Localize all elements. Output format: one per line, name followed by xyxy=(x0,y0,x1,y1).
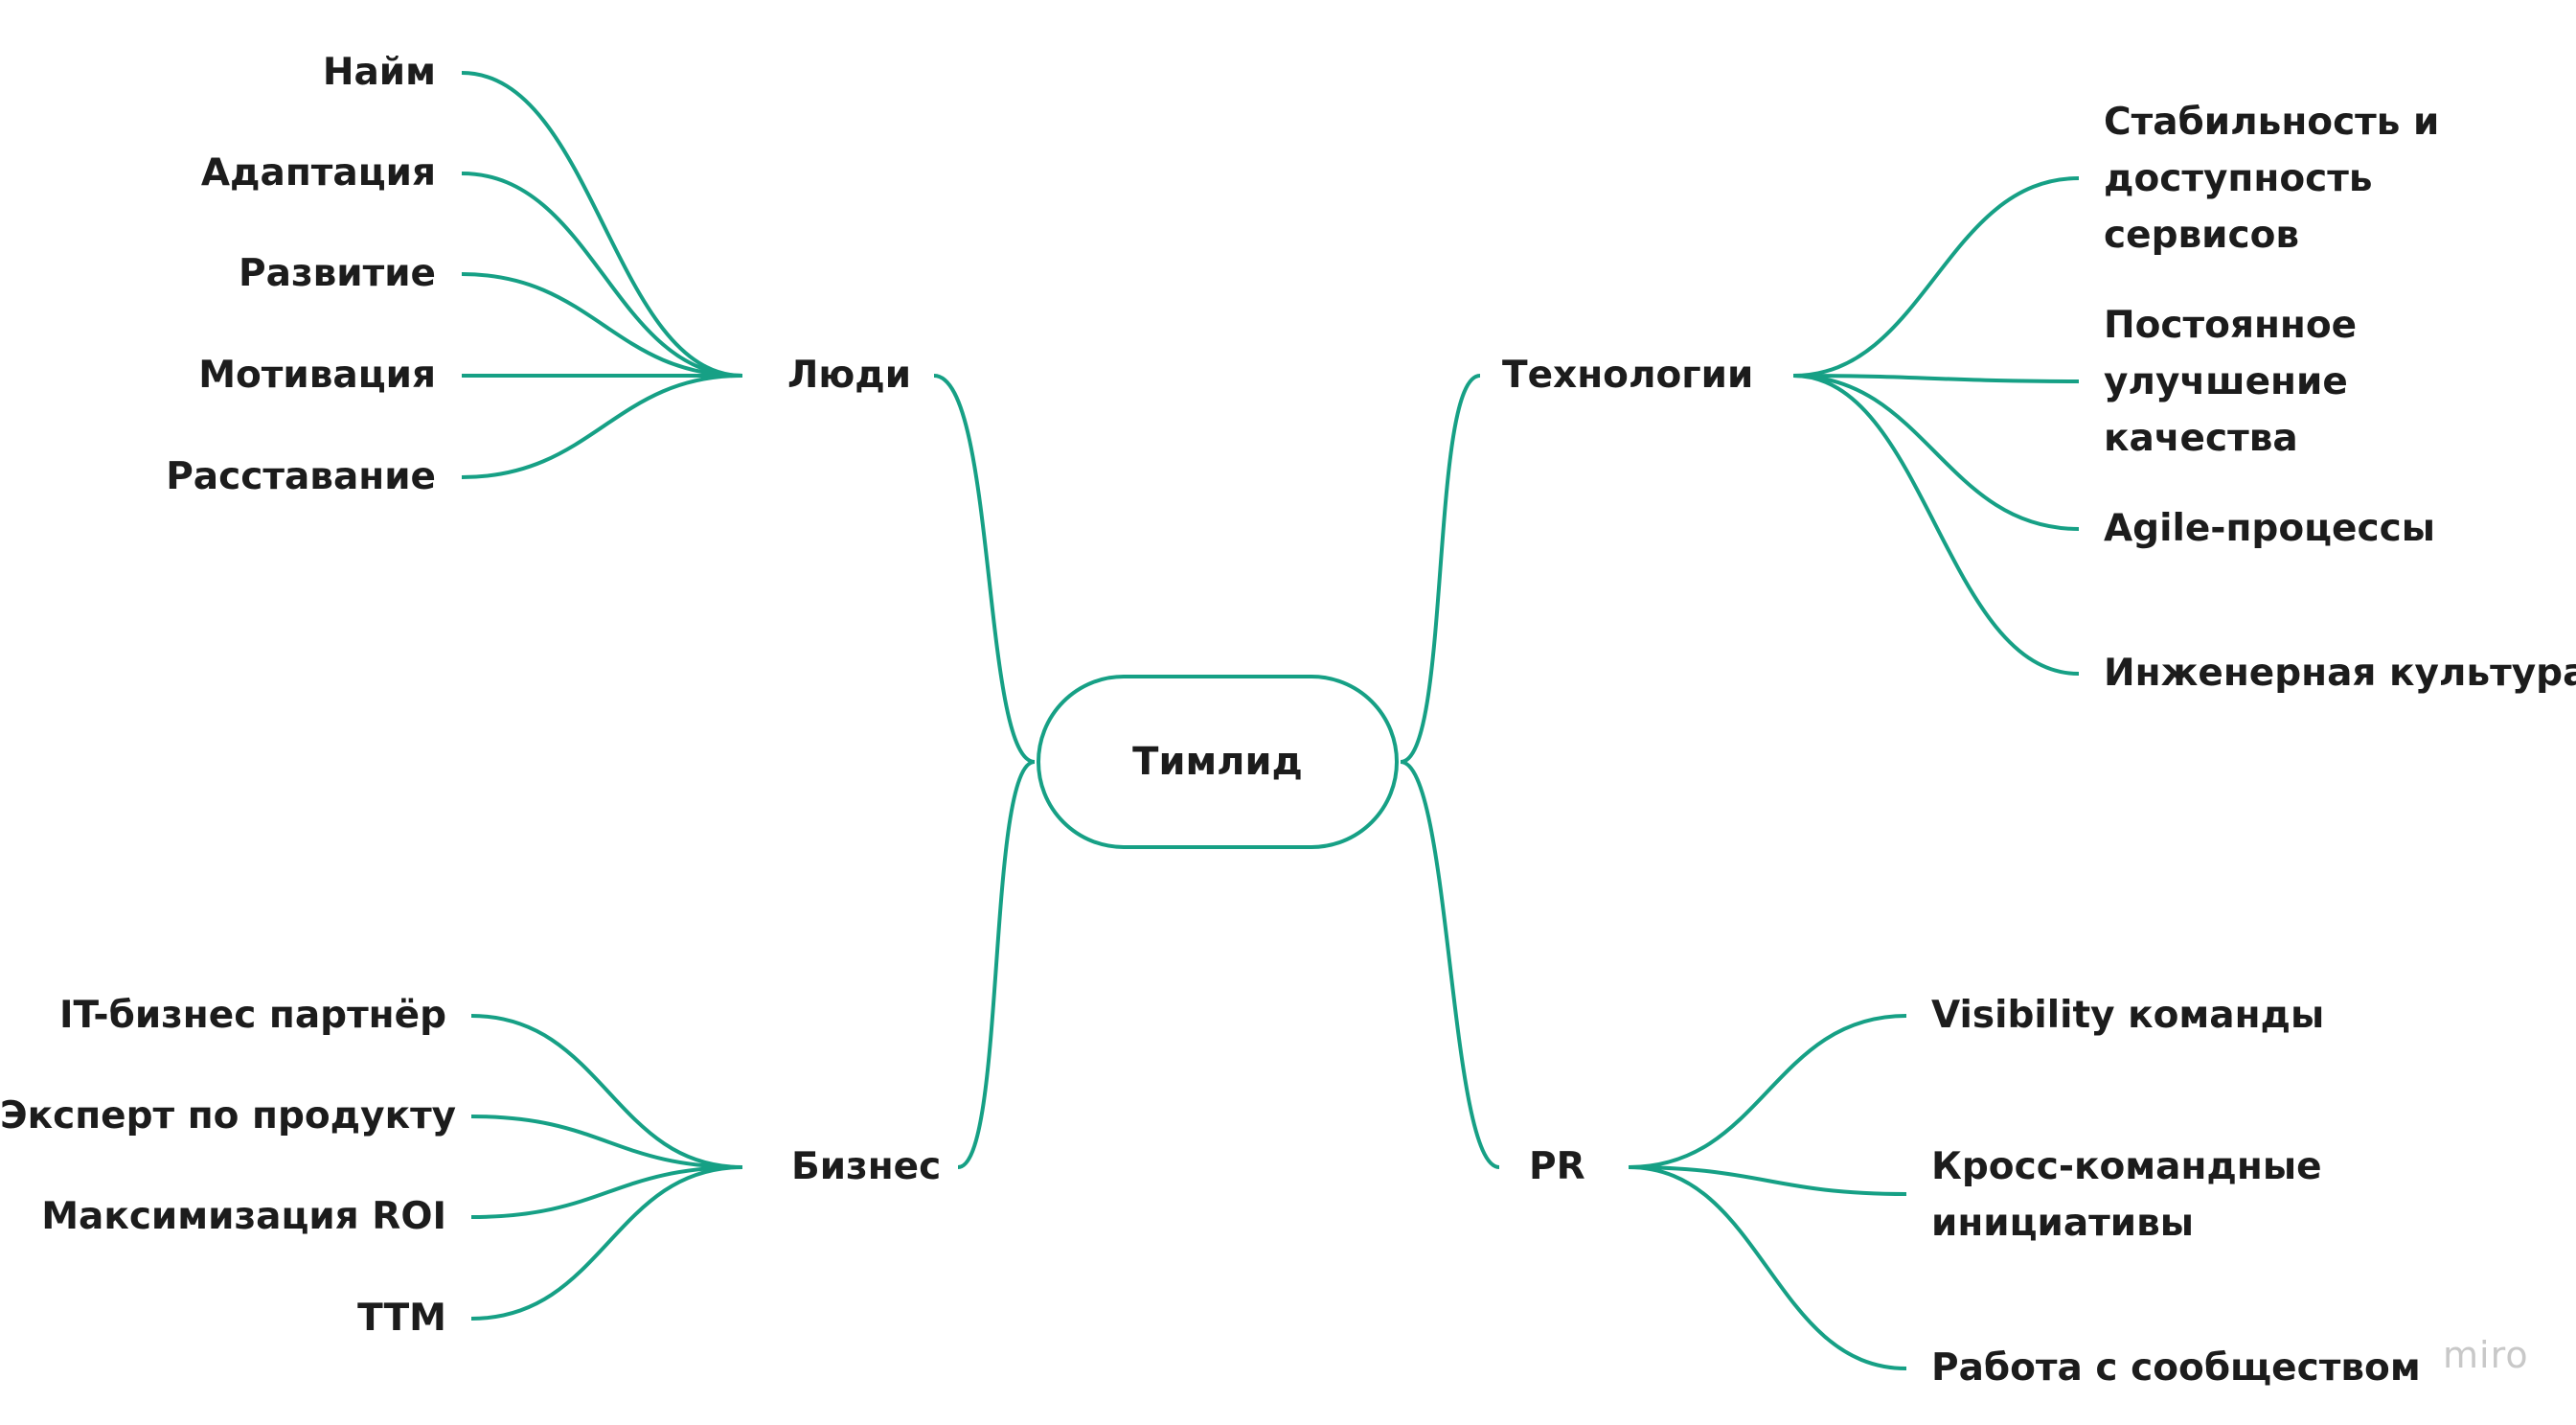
connector-tech-culture xyxy=(1792,374,2080,676)
pr-item-initiatives[interactable]: Кросс-командные инициативы xyxy=(1931,1145,2322,1245)
pr-item-community[interactable]: Работа с сообществом xyxy=(1931,1346,2421,1390)
tech-item-culture[interactable]: Инженерная культура xyxy=(2104,652,2576,695)
connector-tech-agile xyxy=(1792,374,2080,531)
connector-root-tech xyxy=(1400,374,1481,764)
connector-root-people xyxy=(933,374,1036,764)
connector-people-hiring xyxy=(461,71,743,378)
connector-business-roi xyxy=(470,1165,743,1219)
branch-business-label[interactable]: Бизнес xyxy=(791,1145,942,1188)
connector-tech-stability xyxy=(1792,176,2080,378)
branch-people-label[interactable]: Люди xyxy=(787,354,912,397)
people-item-hiring[interactable]: Найм xyxy=(322,51,436,94)
people-item-onboarding[interactable]: Адаптация xyxy=(200,151,436,195)
connector-pr-visibility xyxy=(1628,1014,1907,1169)
connector-business-partner xyxy=(470,1014,743,1169)
people-item-parting[interactable]: Расставание xyxy=(166,455,436,498)
connector-people-development xyxy=(461,272,743,378)
business-item-ttm[interactable]: TTM xyxy=(357,1297,446,1340)
tech-item-stability[interactable]: Стабильность и доступность сервисов xyxy=(2104,101,2440,257)
pr-item-visibility[interactable]: Visibility команды xyxy=(1931,994,2325,1037)
connector-business-expert xyxy=(470,1115,743,1169)
connector-business-ttm xyxy=(470,1165,743,1321)
connector-tech-quality xyxy=(1792,374,2080,383)
connector-root-pr xyxy=(1400,760,1500,1169)
root-label: Тимлид xyxy=(1132,740,1303,784)
tech-item-quality[interactable]: Постоянное улучшение качества xyxy=(2104,304,2358,460)
miro-watermark: miro xyxy=(2443,1334,2529,1376)
connector-root-business xyxy=(957,760,1036,1169)
connector-people-parting xyxy=(461,374,743,479)
tech-item-agile[interactable]: Agile-процессы xyxy=(2104,507,2435,550)
business-item-partner[interactable]: IT-бизнес партнёр xyxy=(59,994,446,1037)
business-item-roi[interactable]: Максимизация ROI xyxy=(41,1195,446,1238)
root-node[interactable]: Тимлид xyxy=(1037,675,1399,849)
business-item-expert[interactable]: Эксперт по продукту xyxy=(0,1094,457,1138)
connector-pr-initiatives xyxy=(1628,1165,1907,1196)
connector-people-onboarding xyxy=(461,172,743,378)
branch-pr-label[interactable]: PR xyxy=(1529,1145,1585,1188)
connector-pr-community xyxy=(1628,1165,1907,1370)
branch-tech-label[interactable]: Технологии xyxy=(1502,354,1754,397)
people-item-development[interactable]: Развитие xyxy=(239,252,436,295)
people-item-motivation[interactable]: Мотивация xyxy=(198,354,436,397)
